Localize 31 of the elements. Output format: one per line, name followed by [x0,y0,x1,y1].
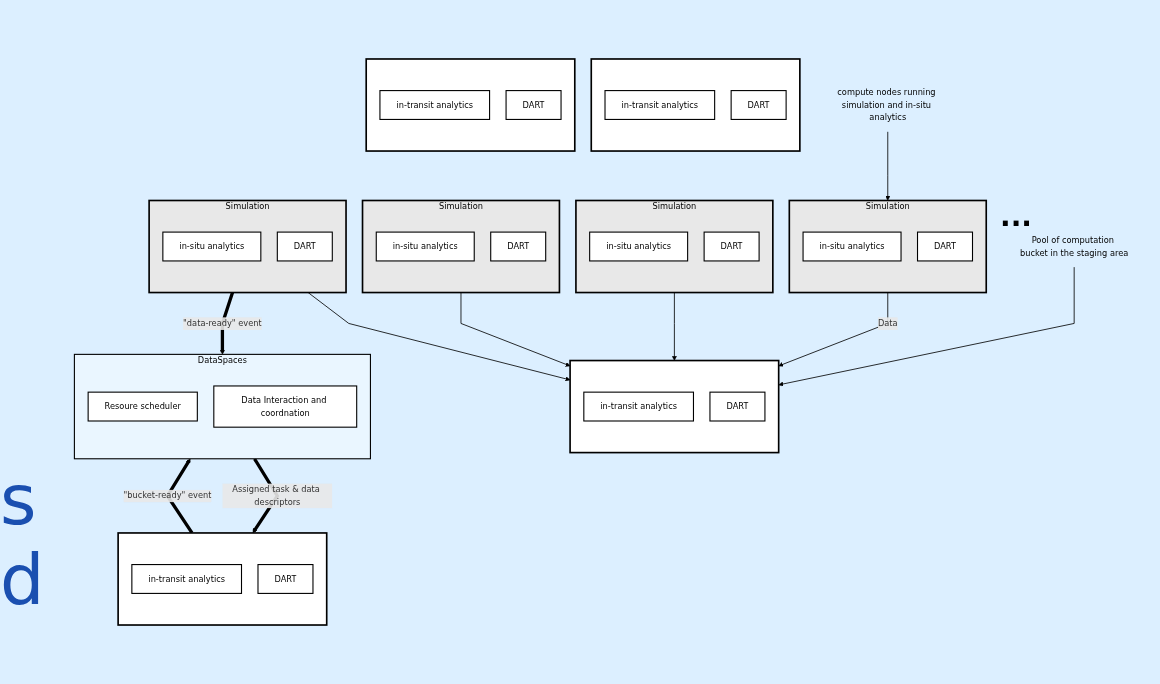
node-box: Data Interaction and coordnation [213,385,358,428]
node-box: in-transit analytics [583,391,694,422]
node-box: in-situ analytics [589,231,689,262]
node-box: in-situ analytics [802,231,902,262]
node-box: in-transit analytics [131,564,243,594]
edge-label: "data-ready" event [183,318,262,329]
edge-label: Data [877,318,898,329]
node-box: DART [709,391,766,422]
node-box: DART [505,90,562,120]
node-box: DART [276,231,333,262]
cluster [117,532,328,626]
ellipsis: ... [1000,200,1032,233]
cluster [569,359,780,454]
node-box: in-transit analytics [379,90,491,120]
edge-label: "bucket-ready" event [123,490,212,501]
node-text: Pool of computation bucket in the staging area [1020,235,1129,258]
node-box: DART [257,564,314,594]
node-box: in-situ analytics [162,231,262,262]
node-box: DART [916,231,974,262]
node-box: DART [490,231,547,262]
node-text: compute nodes running simulation and in-situ analytics [837,87,936,123]
edge-label: Assigned task & data descriptors [232,484,320,507]
node-box: in-situ analytics [375,231,475,262]
node-box: DART [730,90,787,120]
slide-text-fragment: s [0,465,37,535]
cluster [590,58,801,152]
node-box: in-transit analytics [604,90,716,120]
node-box: Resoure scheduler [87,391,198,422]
slide-text-fragment: d [0,545,45,615]
node-box: DART [703,231,760,262]
cluster [365,58,576,152]
